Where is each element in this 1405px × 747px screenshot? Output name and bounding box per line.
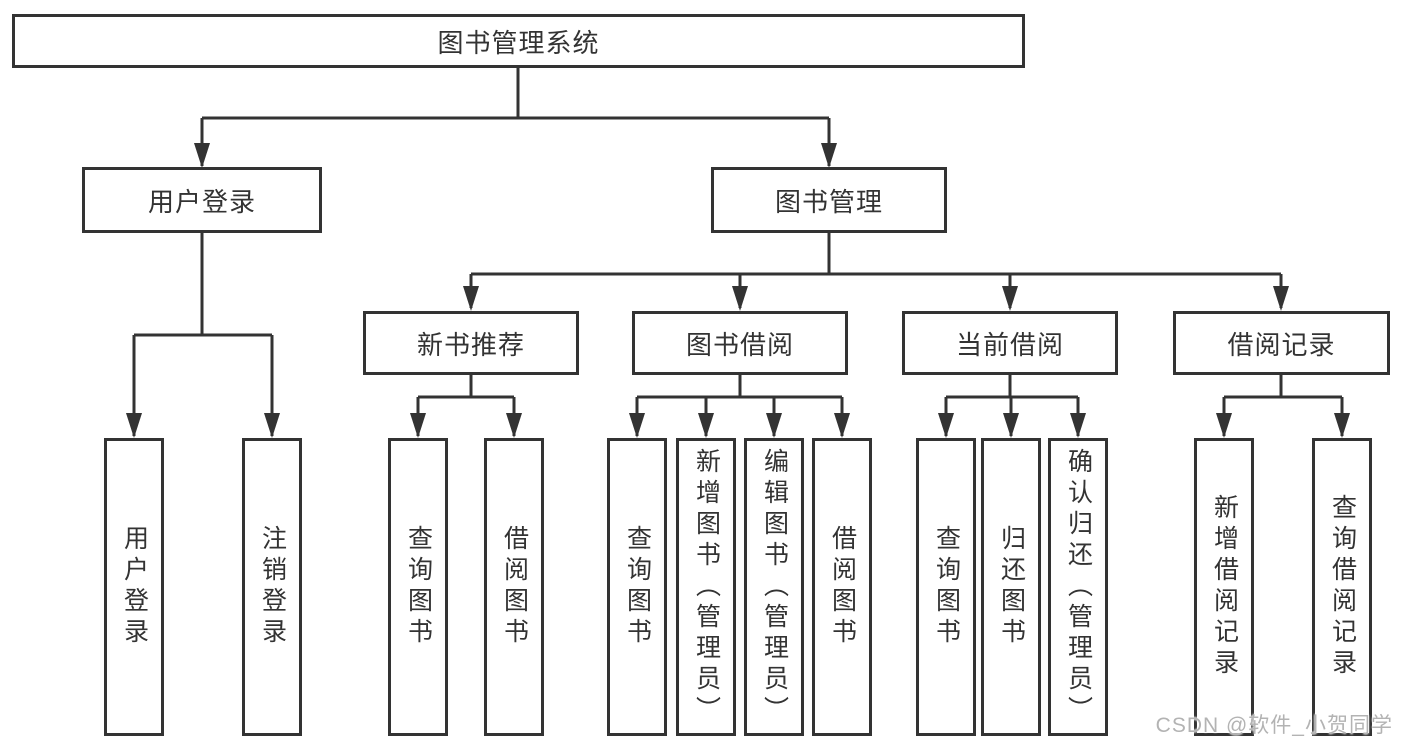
leaf-borrow-books-recommend: 借阅图书: [484, 438, 544, 736]
watermark: CSDN @软件_小贺同学: [1155, 714, 1393, 737]
node-root: 图书管理系统: [12, 14, 1025, 68]
leaf-query-books-borrowing: 查询图书: [607, 438, 667, 736]
leaf-confirm-return-admin: 确认归还（管理员）: [1048, 438, 1108, 736]
node-book-borrowing: 图书借阅: [632, 311, 848, 375]
node-user-login: 用户登录: [82, 167, 322, 233]
leaf-edit-books-admin: 编辑图书（管理员）: [744, 438, 804, 736]
leaf-query-books-current: 查询图书: [916, 438, 976, 736]
arrowheads: [126, 143, 1350, 438]
leaf-add-borrow-record: 新增借阅记录: [1194, 438, 1254, 736]
leaf-logout: 注销登录: [242, 438, 302, 736]
leaf-return-books: 归还图书: [981, 438, 1041, 736]
node-borrowing-records: 借阅记录: [1173, 311, 1390, 375]
node-book-management: 图书管理: [711, 167, 947, 233]
leaf-add-books-admin: 新增图书（管理员）: [676, 438, 736, 736]
connector-paths: [132, 68, 1344, 436]
leaf-query-books-recommend: 查询图书: [388, 438, 448, 736]
node-new-book-recommendation: 新书推荐: [363, 311, 579, 375]
leaf-user-login: 用户登录: [104, 438, 164, 736]
leaf-query-borrow-record: 查询借阅记录: [1312, 438, 1372, 736]
leaf-borrow-books-borrowing: 借阅图书: [812, 438, 872, 736]
node-current-borrowing: 当前借阅: [902, 311, 1118, 375]
